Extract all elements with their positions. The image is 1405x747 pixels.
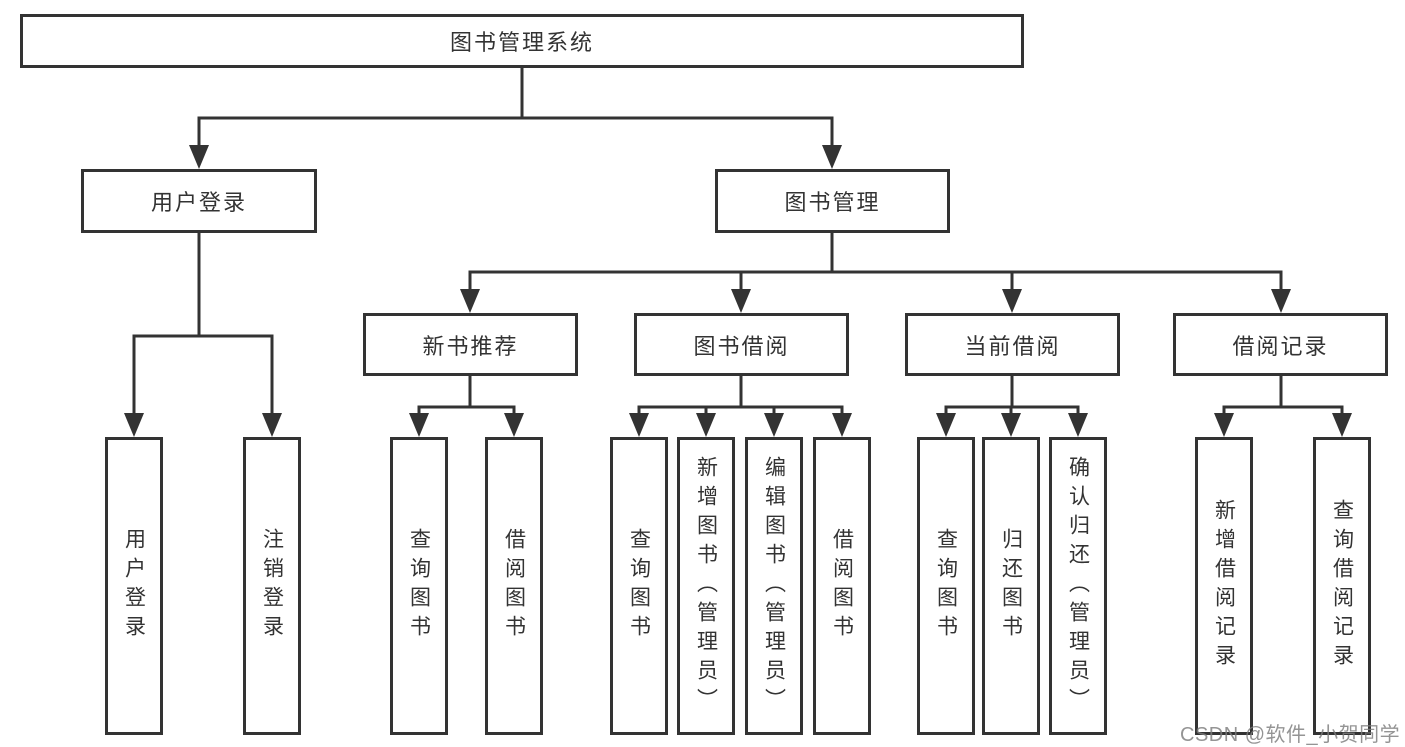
node-library-system-label: 图书管理系统 [449,30,594,55]
leaf-records-query-record-label: 查询借阅记录 [1330,499,1354,673]
node-current-borrowing: 当前借阅 [905,313,1120,376]
leaf-user-login: 用户登录 [105,437,163,735]
leaf-logout-label: 注销登录 [260,528,284,644]
leaf-borrowing-query-books-label: 查询图书 [627,528,651,644]
node-borrowing-records: 借阅记录 [1173,313,1388,376]
leaf-current-query-books-label: 查询图书 [934,528,958,644]
leaf-newbook-query-books: 查询图书 [390,437,448,735]
leaf-records-add-record: 新增借阅记录 [1195,437,1253,735]
node-book-management: 图书管理 [715,169,950,233]
leaf-borrowing-borrow-books-label: 借阅图书 [830,528,854,644]
node-user-login-branch-label: 用户登录 [150,190,247,215]
leaf-newbook-borrow-books: 借阅图书 [485,437,543,735]
leaf-borrowing-add-books-admin-label: 新增图书（管理员） [694,455,718,717]
leaf-borrowing-edit-books-admin-label: 编辑图书（管理员） [762,455,786,717]
node-new-book-recommend-label: 新书推荐 [422,333,519,359]
leaf-newbook-borrow-books-label: 借阅图书 [502,528,526,644]
leaf-user-login-label: 用户登录 [122,528,146,644]
leaf-records-query-record: 查询借阅记录 [1313,437,1371,735]
leaf-current-query-books: 查询图书 [917,437,975,735]
leaf-current-return-books: 归还图书 [982,437,1040,735]
node-book-borrowing-label: 图书借阅 [693,333,790,359]
node-new-book-recommend: 新书推荐 [363,313,578,376]
leaf-newbook-query-books-label: 查询图书 [407,528,431,644]
leaf-current-confirm-return-admin-label: 确认归还（管理员） [1066,455,1090,717]
leaf-borrowing-borrow-books: 借阅图书 [813,437,871,735]
leaf-current-confirm-return-admin: 确认归还（管理员） [1049,437,1107,735]
node-user-login-branch: 用户登录 [81,169,317,233]
leaf-borrowing-query-books: 查询图书 [610,437,668,735]
node-library-system: 图书管理系统 [20,14,1024,68]
node-book-borrowing: 图书借阅 [634,313,849,376]
leaf-borrowing-add-books-admin: 新增图书（管理员） [677,437,735,735]
node-current-borrowing-label: 当前借阅 [964,333,1061,359]
leaf-borrowing-edit-books-admin: 编辑图书（管理员） [745,437,803,735]
node-borrowing-records-label: 借阅记录 [1232,333,1329,359]
csdn-watermark: CSDN @软件_小贺同学 [1180,724,1401,746]
leaf-current-return-books-label: 归还图书 [999,528,1023,644]
leaf-records-add-record-label: 新增借阅记录 [1212,499,1236,673]
leaf-logout: 注销登录 [243,437,301,735]
node-book-management-label: 图书管理 [784,190,881,215]
